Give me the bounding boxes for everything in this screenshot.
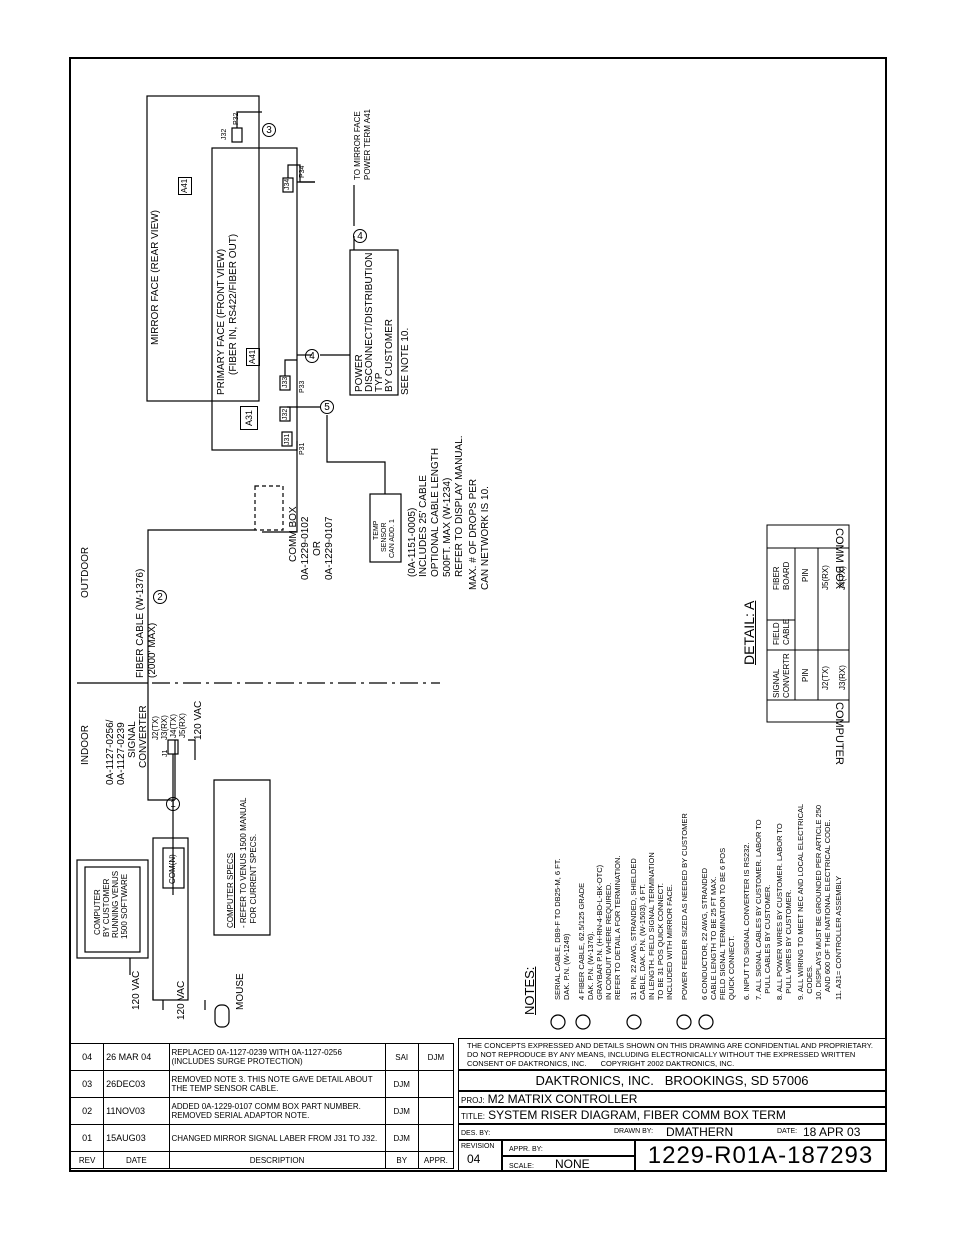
company-text: DAKTRONICS, INC. BROOKINGS, SD 57006 bbox=[535, 1073, 809, 1088]
detail-cell-0-1: J5(RX) bbox=[821, 565, 830, 590]
desc-cell: CHANGED MIRROR SIGNAL LABER FROM J31 TO … bbox=[168, 1124, 386, 1152]
detail-col-1: FIELD CABLE bbox=[772, 618, 791, 645]
table-header-row: REV DATE DESCRIPTION BY APPR. bbox=[69, 1151, 455, 1169]
revision-box: REVISION 04 bbox=[458, 1140, 502, 1172]
table-row: 01 15AUG03 CHANGED MIRROR SIGNAL LABER F… bbox=[69, 1124, 455, 1152]
desc-cell: REPLACED 0A-1127-0239 WITH 0A-1127-0256 … bbox=[168, 1043, 386, 1071]
scale-label: SCALE: bbox=[509, 1163, 534, 1170]
date-value: 18 APR 03 bbox=[803, 1125, 861, 1139]
drawn-row: DES. BY: DRAWN BY: DMATHERN DATE: 18 APR… bbox=[458, 1124, 886, 1140]
detail-col-2: FIBER BOARD bbox=[772, 561, 791, 590]
date-header: DATE bbox=[103, 1151, 170, 1169]
appr-cell bbox=[417, 1070, 455, 1098]
appr-cell: DJM bbox=[417, 1043, 455, 1071]
title-label: TITLE: bbox=[461, 1112, 486, 1121]
confidential-text: THE CONCEPTS EXPRESSED AND DETAILS SHOWN… bbox=[467, 1041, 873, 1068]
callout-3: 3 bbox=[262, 123, 276, 137]
callout-1: 1 bbox=[166, 797, 180, 811]
rev-cell: 04 bbox=[69, 1043, 105, 1071]
confidential-block: THE CONCEPTS EXPRESSED AND DETAILS SHOWN… bbox=[458, 1038, 886, 1070]
detail-cell-1-1: J4(TX) bbox=[838, 566, 847, 590]
by-cell: DJM bbox=[384, 1097, 419, 1125]
proj-block: PROJ: M2 MATRIX CONTROLLER bbox=[458, 1091, 886, 1107]
date-cell: 26DEC03 bbox=[103, 1070, 170, 1098]
rev-cell: 02 bbox=[69, 1097, 105, 1125]
desc-cell: ADDED 0A-1229-0107 COMM BOX PART NUMBER.… bbox=[168, 1097, 386, 1125]
appr-label: APPR. BY: bbox=[509, 1146, 543, 1153]
appr-header: APPR. bbox=[417, 1151, 455, 1169]
rev-cell: 03 bbox=[69, 1070, 105, 1098]
callout-2: 2 bbox=[153, 590, 167, 604]
copyright-text: COPYRIGHT 2002 DAKTRONICS, INC. bbox=[600, 1059, 735, 1068]
desc-header: DESCRIPTION bbox=[168, 1151, 386, 1169]
by-cell: SAI bbox=[384, 1043, 419, 1071]
appr-box: APPR. BY: bbox=[502, 1140, 635, 1156]
scale-box: SCALE: NONE bbox=[502, 1156, 635, 1172]
drawing-number: 1229-R01A-187293 bbox=[647, 1142, 874, 1169]
by-cell: DJM bbox=[384, 1124, 419, 1152]
detail-computer: COMPUTER bbox=[833, 702, 845, 765]
revision-label: REVISION bbox=[461, 1143, 495, 1150]
des-label: DES. BY: bbox=[461, 1130, 491, 1137]
date-cell: 11NOV03 bbox=[103, 1097, 170, 1125]
date-cell: 15AUG03 bbox=[103, 1124, 170, 1152]
table-row: 02 11NOV03 ADDED 0A-1229-0107 COMM BOX P… bbox=[69, 1097, 455, 1125]
detail-cell-0-0: J2(TX) bbox=[821, 666, 830, 690]
table-row: 04 26 MAR 04 REPLACED 0A-1127-0239 WITH … bbox=[69, 1043, 455, 1071]
callout-5: 5 bbox=[320, 400, 334, 414]
date-label: DATE: bbox=[777, 1128, 798, 1135]
appr-cell bbox=[417, 1124, 455, 1152]
proj-value: M2 MATRIX CONTROLLER bbox=[487, 1092, 638, 1106]
scale-value: NONE bbox=[554, 1157, 590, 1171]
drawing-number-box: 1229-R01A-187293 bbox=[635, 1140, 886, 1172]
callout-4-top: 4 bbox=[353, 229, 367, 243]
proj-label: PROJ: bbox=[461, 1096, 485, 1105]
by-cell: DJM bbox=[384, 1070, 419, 1098]
detail-col-0: SIGNAL CONVERTR bbox=[772, 653, 791, 698]
rev-header: REV bbox=[69, 1151, 105, 1169]
detail-cell-1-0: J3(RX) bbox=[838, 665, 847, 690]
revision-value: 04 bbox=[467, 1152, 481, 1166]
detail-pin-1: PIN bbox=[801, 668, 810, 682]
revision-table: 04 26 MAR 04 REPLACED 0A-1127-0239 WITH … bbox=[69, 1043, 455, 1169]
table-row: 03 26DEC03 REMOVED NOTE 3. THIS NOTE GAV… bbox=[69, 1070, 455, 1098]
detail-pin-2: PIN bbox=[801, 568, 810, 582]
date-cell: 26 MAR 04 bbox=[103, 1043, 170, 1071]
title-row: TITLE: SYSTEM RISER DIAGRAM, FIBER COMM … bbox=[458, 1107, 886, 1124]
rev-cell: 01 bbox=[69, 1124, 105, 1152]
desc-cell: REMOVED NOTE 3. THIS NOTE GAVE DETAIL AB… bbox=[168, 1070, 386, 1098]
appr-cell bbox=[417, 1097, 455, 1125]
title-value: SYSTEM RISER DIAGRAM, FIBER COMM BOX TER… bbox=[488, 1108, 786, 1122]
company-block: DAKTRONICS, INC. BROOKINGS, SD 57006 bbox=[458, 1070, 886, 1091]
callout-4: 4 bbox=[305, 349, 319, 363]
drawn-label: DRAWN BY: bbox=[614, 1128, 654, 1135]
drawn-value: DMATHERN bbox=[666, 1125, 734, 1139]
by-header: BY bbox=[384, 1151, 419, 1169]
